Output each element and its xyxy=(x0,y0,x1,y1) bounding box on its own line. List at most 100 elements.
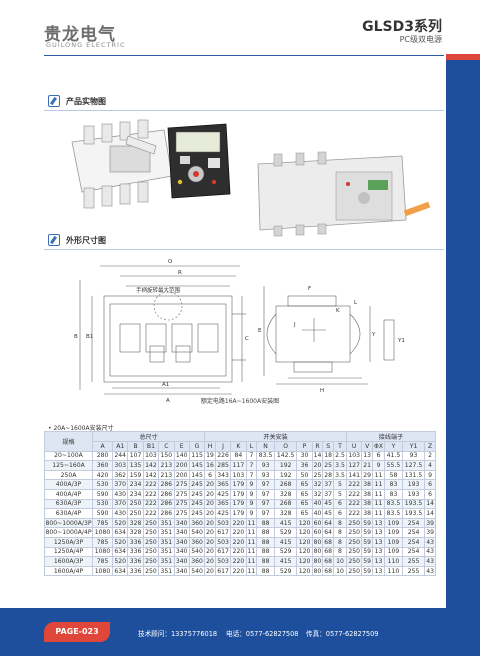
table-cell: 529 xyxy=(273,527,298,538)
column-header: B1 xyxy=(142,441,160,452)
table-cell: 254 xyxy=(401,546,426,558)
table-cell: 20 xyxy=(204,565,216,577)
table-cell: 275 xyxy=(173,479,190,490)
table-cell: 120 xyxy=(296,565,313,577)
table-cell: 179 xyxy=(230,498,247,510)
table-cell: 415 xyxy=(273,536,298,548)
table-cell: 634 xyxy=(112,546,129,558)
table-cell: 540 xyxy=(188,527,206,538)
table-cell: 785 xyxy=(91,556,114,567)
section-header-photo: 产品实物图 xyxy=(48,95,106,107)
table-cell: 286 xyxy=(158,479,175,490)
table-cell: 50 xyxy=(296,469,313,481)
table-cell-model: 125~160A xyxy=(44,460,93,471)
table-cell: 336 xyxy=(127,546,144,558)
table-cell: 38 xyxy=(361,488,373,500)
table-cell: 84 xyxy=(230,450,247,462)
table-cell: 11 xyxy=(245,565,258,577)
table-title: • 20A~1600A安装尺寸 xyxy=(48,425,114,432)
table-cell: 14 xyxy=(424,508,436,519)
table-cell: 68 xyxy=(322,556,334,567)
table-cell: 38 xyxy=(361,479,373,490)
table-cell: 141 xyxy=(345,469,363,481)
drawing-label-l: L xyxy=(354,300,358,306)
table-cell: 503 xyxy=(214,556,232,567)
drawing-label-a1: A1 xyxy=(162,382,169,388)
table-cell: 430 xyxy=(112,508,129,519)
table-cell: 142.5 xyxy=(273,450,298,462)
table-cell: 25 xyxy=(311,469,324,481)
table-cell: 20 xyxy=(204,536,216,548)
table-cell: 2.5 xyxy=(332,450,347,462)
table-cell: 97 xyxy=(256,488,275,500)
table-cell: 21 xyxy=(361,460,373,471)
table-cell: 13 xyxy=(371,536,386,548)
table-cell: 250 xyxy=(345,556,363,567)
table-cell: 83.5 xyxy=(256,450,275,462)
pencil-icon xyxy=(48,234,60,246)
section-header-dimension: 外形尺寸图 xyxy=(48,234,106,246)
table-cell-model: 630A/4P xyxy=(44,508,93,519)
table-cell: 88 xyxy=(256,527,275,538)
table-cell: 280 xyxy=(91,450,114,462)
drawing-label-b1: B1 xyxy=(86,334,93,340)
table-cell: 8 xyxy=(332,517,347,529)
column-header: Y xyxy=(384,441,403,452)
column-header: Z xyxy=(424,441,436,452)
drawing-label-b: B xyxy=(74,334,78,340)
table-cell: 109 xyxy=(384,527,403,538)
header-divider xyxy=(44,55,444,56)
column-header: A1 xyxy=(112,441,129,452)
table-cell: 250 xyxy=(345,527,363,538)
table-cell: 360 xyxy=(188,556,206,567)
table-cell: 520 xyxy=(112,517,129,529)
footer-fax: 传真：0577-62827509 xyxy=(306,630,379,638)
table-cell: 41.5 xyxy=(384,450,403,462)
table-cell: 3.5 xyxy=(332,460,347,471)
table-cell: 365 xyxy=(214,479,232,490)
table-cell: 254 xyxy=(401,517,426,529)
table-cell: 328 xyxy=(127,527,144,538)
table-cell: 55.5 xyxy=(384,460,403,471)
table-cell-model: 800~1000A/3P xyxy=(44,517,93,529)
table-cell: 11 xyxy=(371,479,386,490)
table-cell: 97 xyxy=(256,508,275,519)
table-cell: 179 xyxy=(230,508,247,519)
table-cell: 6 xyxy=(332,508,347,519)
table-cell: 245 xyxy=(188,498,206,510)
page-number-badge: PAGE-023 xyxy=(44,622,110,642)
table-cell: 9 xyxy=(424,469,436,481)
table-cell: 255 xyxy=(401,556,426,567)
table-cell: 370 xyxy=(112,498,129,510)
table-cell-model: 630A/3P xyxy=(44,498,93,510)
table-cell: 520 xyxy=(112,556,129,567)
drawing-label-k: K xyxy=(336,308,340,314)
table-cell: 13 xyxy=(371,527,386,538)
footer-phone: 电话：0577-62827508 xyxy=(226,630,299,638)
table-cell: 11 xyxy=(371,488,386,500)
table-cell-model: 1250A/3P xyxy=(44,536,93,548)
table-cell: 20 xyxy=(204,508,216,519)
pencil-icon xyxy=(48,95,60,107)
table-cell: 351 xyxy=(158,565,175,577)
table-cell: 60 xyxy=(311,527,324,538)
column-header: B xyxy=(127,441,144,452)
table-cell: 193.5 xyxy=(401,508,426,519)
section-title-dimension: 外形尺寸图 xyxy=(66,235,106,245)
table-cell: 64 xyxy=(322,517,334,529)
column-header: O xyxy=(273,441,298,452)
table-cell: 617 xyxy=(214,527,232,538)
table-cell: 7 xyxy=(245,450,258,462)
table-cell: 45 xyxy=(322,508,334,519)
column-header: ΦX xyxy=(371,441,386,452)
section-title-photo: 产品实物图 xyxy=(66,96,106,106)
table-cell: 328 xyxy=(273,488,298,500)
table-cell: 120 xyxy=(296,546,313,558)
column-header: L xyxy=(245,441,258,452)
table-cell: 351 xyxy=(158,527,175,538)
drawing-label-e: E xyxy=(258,328,262,334)
table-cell: 213 xyxy=(158,469,175,481)
